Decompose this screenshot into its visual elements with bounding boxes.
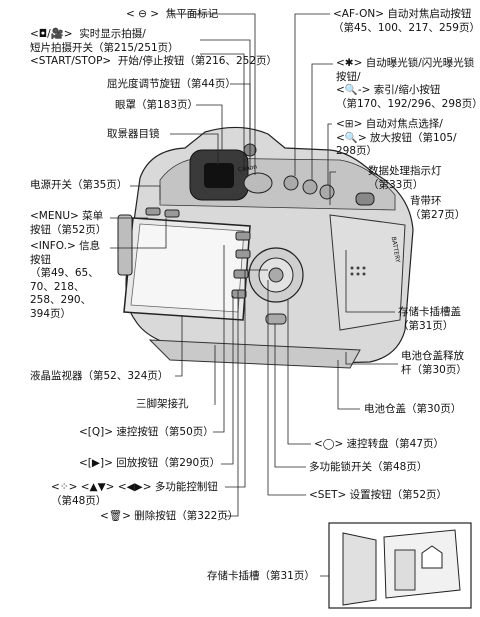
label-quick-control-button: <[Q]> 速控按钮（第50页） <box>79 426 214 438</box>
viewfinder-eyepiece <box>204 163 234 188</box>
label-diopter-knob: 屈光度调节旋钮（第44页） <box>107 78 236 90</box>
label-playback-button: <[▶]> 回放按钮（第290页） <box>79 457 221 469</box>
label-power-switch: 电源开关（第35页） <box>30 179 128 191</box>
label-card-slot-cover: 存储卡插槽盖 （第31页） <box>398 306 461 332</box>
battery-cover-shape <box>148 339 361 369</box>
label-eyecup: 眼罩（第183页） <box>115 99 199 111</box>
label-erase-button: <🗑> 删除按钮（第322页） <box>100 510 239 522</box>
label-multi-controller: <⁘> <▲▼> <◀▶> 多功能控制钮 （第48页） <box>51 481 218 507</box>
label-card-slot: 存储卡插槽（第31页） <box>207 570 315 582</box>
label-lcd-monitor: 液晶监视器（第52、324页） <box>30 370 169 382</box>
label-processing-lamp: 数据处理指示灯 （第33页） <box>368 165 442 191</box>
label-multi-function-lock: 多功能锁开关（第48页） <box>309 461 428 473</box>
label-focal-plane-mark: < ⊖ > 焦平面标记 <box>126 8 219 20</box>
label-battery-cover: 电池仓盖（第30页） <box>364 403 462 415</box>
label-viewfinder-eyepiece: 取景器目镜 <box>107 128 160 140</box>
card-slot-cover-shape <box>329 214 406 331</box>
strap-ring <box>355 192 375 206</box>
label-strap-mount: 背带环 （第27页） <box>410 195 466 221</box>
lock-switch-shape <box>265 313 287 325</box>
label-af-point-button: <⊞> 自动对焦点选择/ <🔍> 放大按钮（第105/ 298页） <box>336 118 457 157</box>
af-on-button-shape <box>283 175 299 191</box>
label-set-button: <SET> 设置按钮（第52页） <box>309 489 448 501</box>
label-ae-lock-button: <✱> 自动曝光锁/闪光曝光锁 按钮/ <🔍-> 索引/缩小按钮 （第170、1… <box>336 57 480 110</box>
ae-lock-button-shape <box>302 179 318 195</box>
label-live-view-movie: <◘/🎥> 实时显示拍摄/ 短片拍摄开关（第215/251页） <START/S… <box>30 28 277 67</box>
info-button-shape <box>164 209 180 218</box>
label-battery-cover-release: 电池仓盖释放 杆（第30页） <box>401 350 467 376</box>
af-point-button-shape <box>319 184 335 200</box>
label-tripod-socket: 三脚架接孔 <box>136 398 189 410</box>
set-button-shape <box>268 267 284 283</box>
menu-button-shape <box>145 207 161 216</box>
label-menu-button: <MENU> 菜单 按钮（第52页） <box>30 210 107 236</box>
label-info-button: <INFO.> 信息 按钮 （第49、65、 70、218、 258、290、 … <box>30 240 101 320</box>
label-quick-control-dial: <◯> 速控转盘（第47页） <box>314 438 445 450</box>
label-af-on-button: <AF-ON> 自动对焦启动按钮 （第45、100、217、259页） <box>333 8 480 34</box>
